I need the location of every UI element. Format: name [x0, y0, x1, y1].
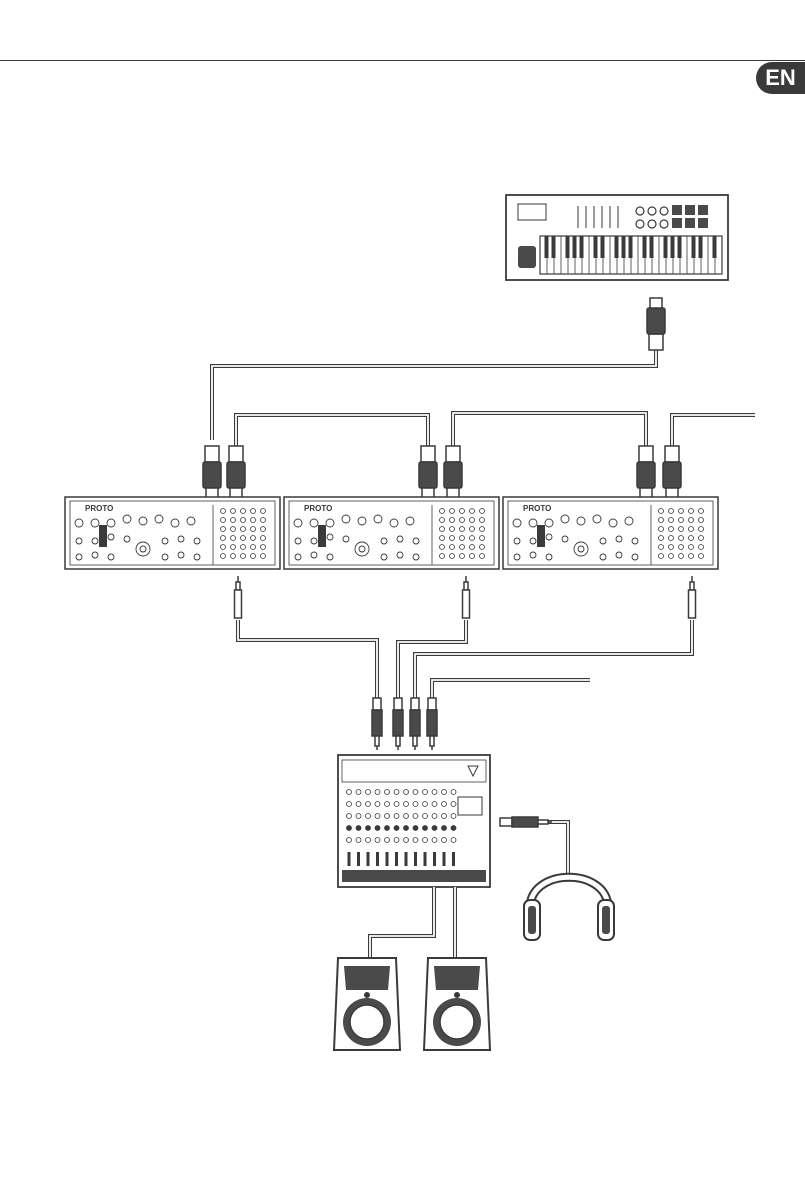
modular-synth-1 — [65, 497, 280, 569]
audio-cables — [235, 576, 696, 750]
loudspeaker-left — [334, 958, 400, 1050]
midi-thru-cables — [203, 413, 755, 498]
midi-cable-keyboard — [212, 298, 665, 440]
midi-keyboard-controller — [506, 195, 728, 280]
mixer — [338, 755, 490, 887]
headphones — [524, 877, 614, 940]
speaker-cables — [370, 887, 455, 960]
loudspeaker-right — [424, 958, 490, 1050]
headphone-cable — [500, 817, 568, 882]
modular-synth-2 — [284, 497, 499, 569]
modular-synth-3 — [503, 497, 718, 569]
